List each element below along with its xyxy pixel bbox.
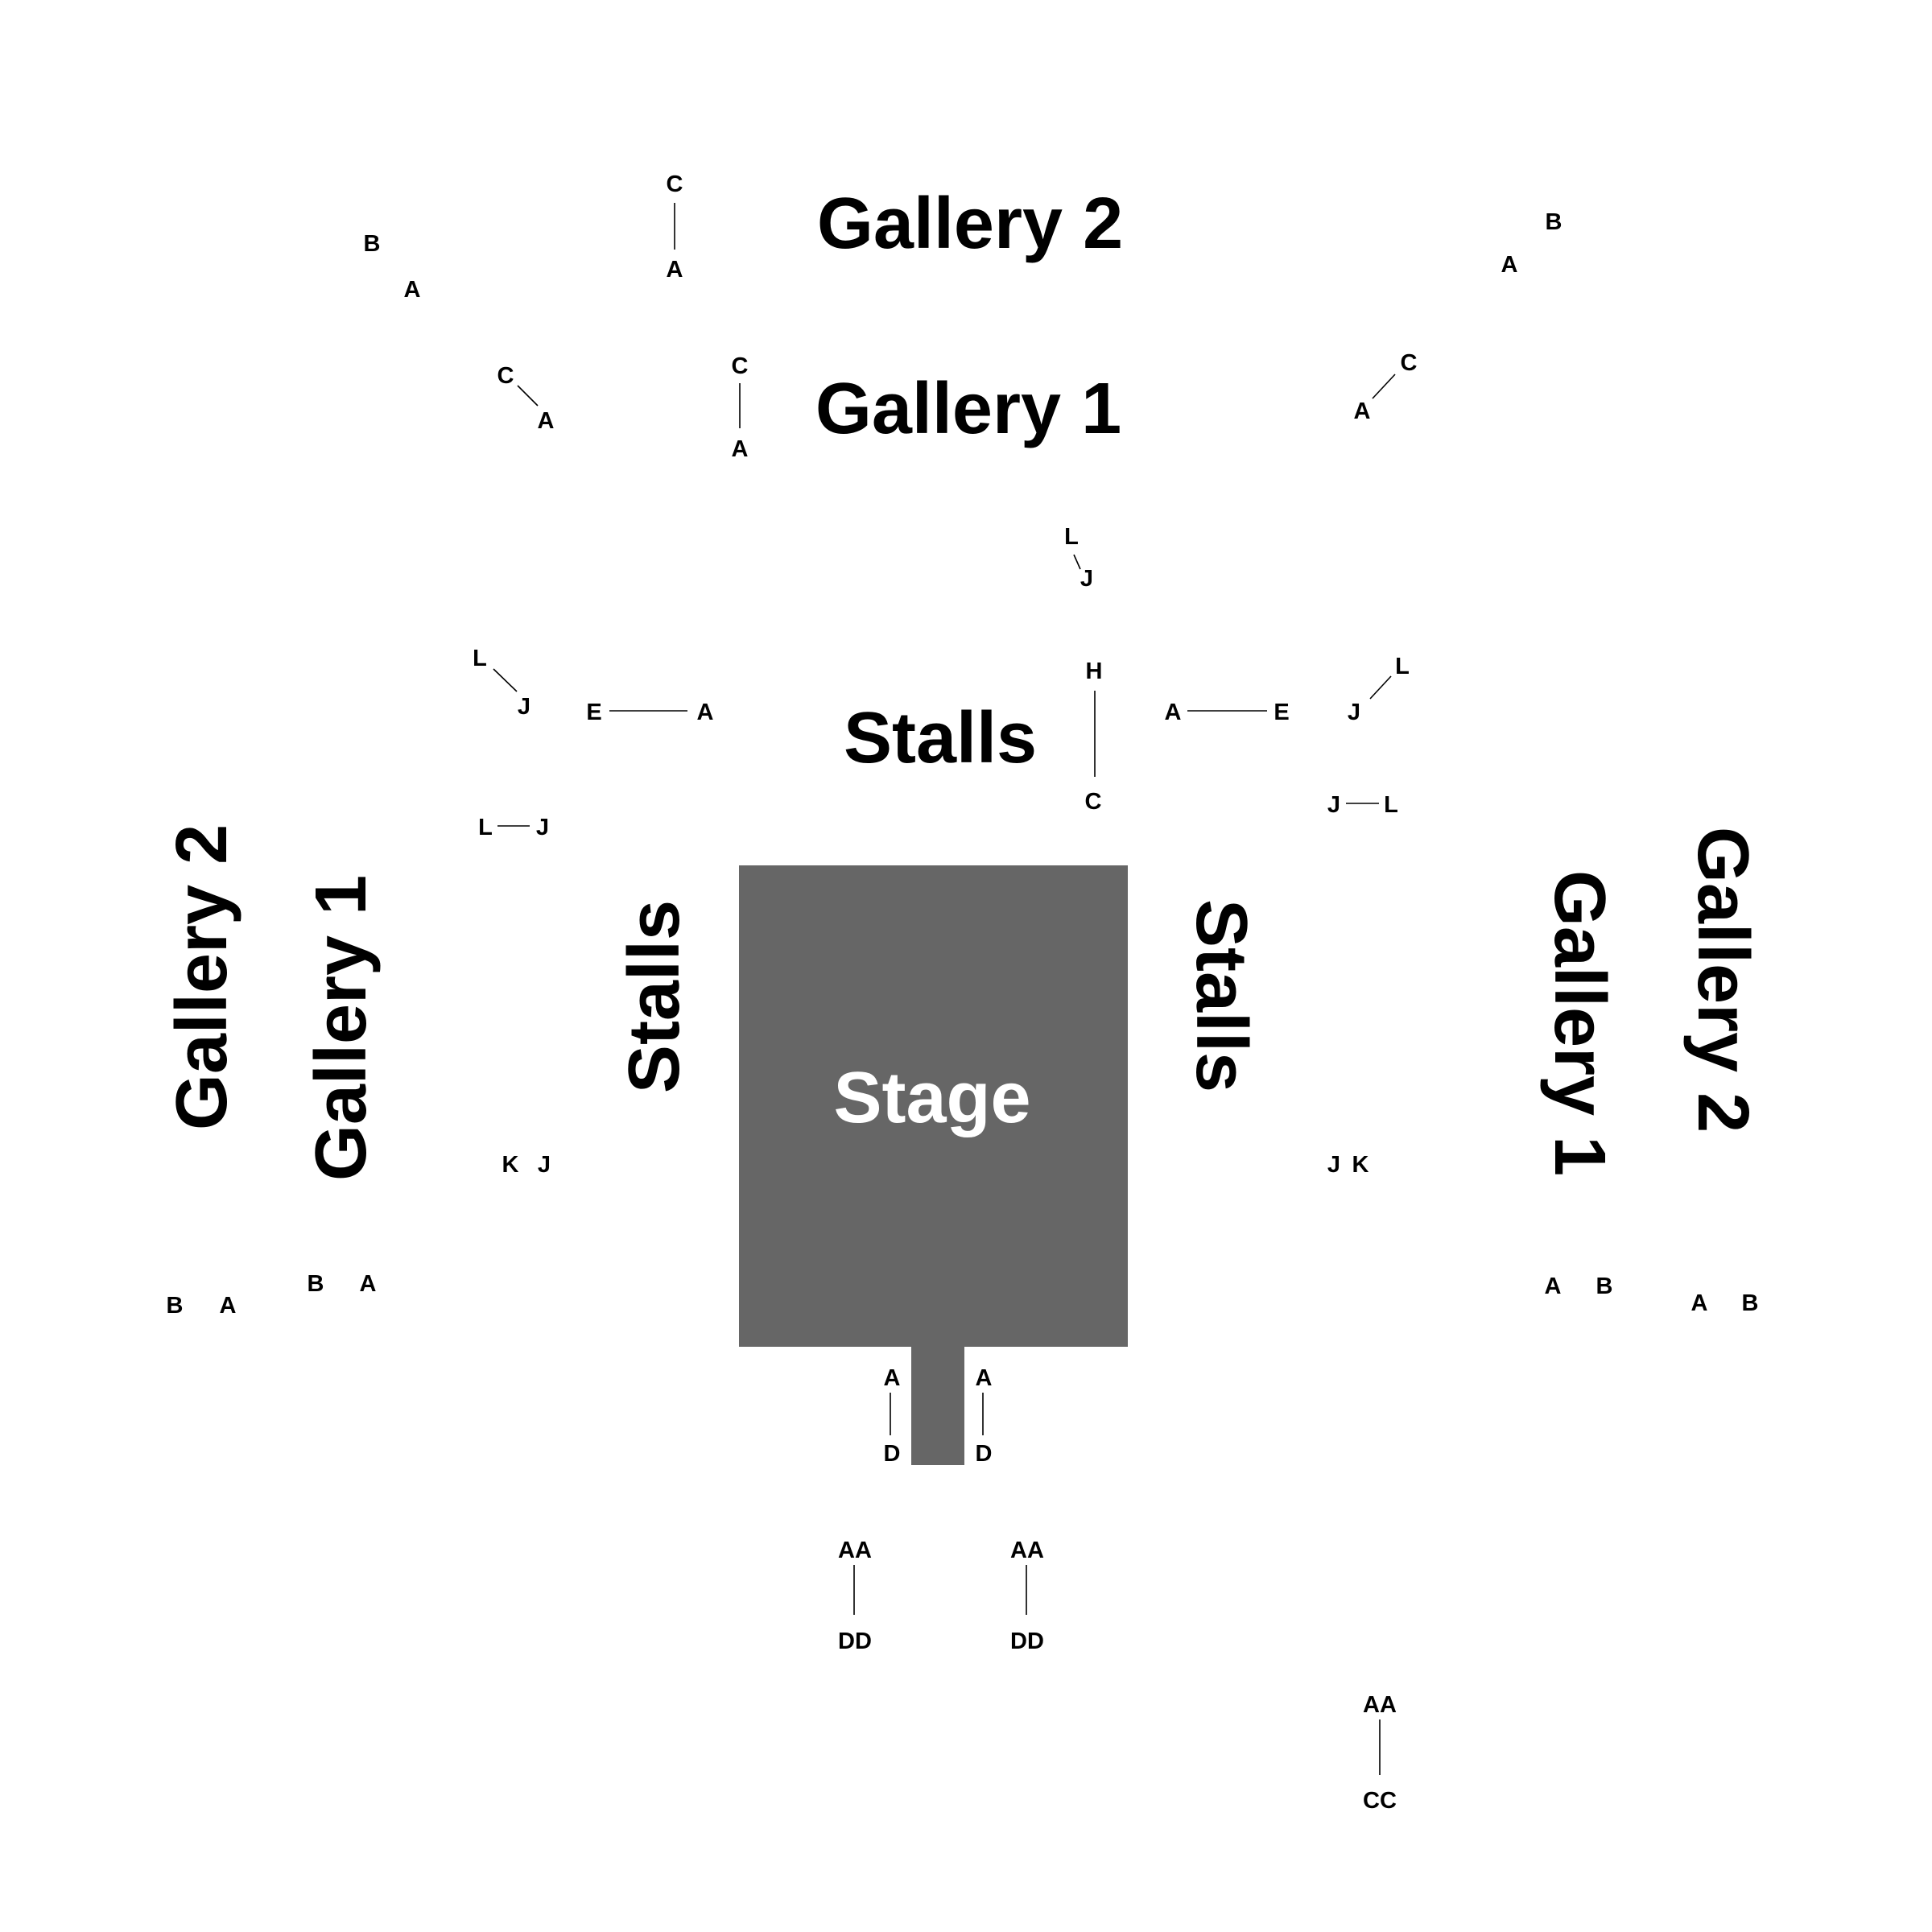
- row-label[interactable]: D: [884, 1441, 901, 1467]
- row-label[interactable]: C: [732, 353, 749, 379]
- row-label[interactable]: AA: [838, 1538, 872, 1563]
- row-label[interactable]: A: [697, 700, 714, 725]
- row-label[interactable]: J: [538, 1152, 551, 1178]
- row-label[interactable]: B: [1596, 1274, 1613, 1299]
- row-label[interactable]: J: [536, 815, 549, 840]
- row-label[interactable]: E: [586, 700, 601, 725]
- section-label-gallery-1-right[interactable]: Gallery 1: [1539, 870, 1620, 1176]
- row-label[interactable]: D: [976, 1441, 993, 1467]
- row-label[interactable]: B: [1546, 209, 1563, 235]
- section-label-gallery-2-top[interactable]: Gallery 2: [817, 184, 1123, 264]
- row-label[interactable]: K: [1352, 1152, 1369, 1178]
- row-label[interactable]: A: [1501, 252, 1518, 278]
- row-label[interactable]: L: [1064, 524, 1079, 550]
- section-label-stalls-right[interactable]: Stalls: [1181, 899, 1261, 1092]
- row-label[interactable]: A: [1545, 1274, 1562, 1299]
- row-label[interactable]: A: [1691, 1290, 1708, 1316]
- row-label[interactable]: J: [1327, 792, 1340, 818]
- row-label[interactable]: C: [667, 171, 683, 197]
- row-connector: [493, 668, 518, 692]
- section-label-stalls-left[interactable]: Stalls: [614, 900, 695, 1093]
- row-label[interactable]: DD: [1010, 1629, 1044, 1654]
- row-label[interactable]: E: [1274, 700, 1289, 725]
- stage-label: Stage: [833, 1058, 1030, 1138]
- row-label[interactable]: K: [502, 1152, 519, 1178]
- row-label[interactable]: J: [1348, 700, 1360, 725]
- row-connector: [1372, 374, 1396, 399]
- section-label-gallery-1-top[interactable]: Gallery 1: [815, 369, 1121, 449]
- row-label[interactable]: A: [1165, 700, 1182, 725]
- row-label[interactable]: A: [360, 1271, 377, 1297]
- row-label[interactable]: CC: [1363, 1788, 1397, 1814]
- row-label[interactable]: A: [1354, 398, 1371, 424]
- section-label-gallery-1-left[interactable]: Gallery 1: [301, 875, 382, 1181]
- row-label[interactable]: J: [1327, 1152, 1340, 1178]
- row-label[interactable]: B: [1742, 1290, 1759, 1316]
- section-label-gallery-2-left[interactable]: Gallery 2: [162, 824, 242, 1130]
- row-label[interactable]: J: [518, 694, 530, 720]
- row-label[interactable]: B: [308, 1271, 324, 1297]
- row-label[interactable]: A: [220, 1293, 237, 1319]
- row-label[interactable]: A: [538, 408, 555, 434]
- row-label[interactable]: A: [732, 436, 749, 462]
- row-label[interactable]: DD: [838, 1629, 872, 1654]
- row-label[interactable]: L: [478, 815, 493, 840]
- row-label[interactable]: AA: [1363, 1692, 1397, 1718]
- row-connector: [1369, 675, 1392, 700]
- row-label[interactable]: C: [1085, 789, 1102, 815]
- row-connector: [1073, 554, 1081, 570]
- row-label[interactable]: H: [1086, 658, 1103, 684]
- row-label[interactable]: L: [1384, 792, 1398, 818]
- row-label[interactable]: B: [364, 231, 381, 257]
- row-label[interactable]: A: [404, 277, 421, 303]
- row-label[interactable]: A: [884, 1365, 901, 1391]
- row-label[interactable]: L: [1395, 654, 1410, 679]
- stage-area[interactable]: [739, 865, 1128, 1465]
- row-label[interactable]: AA: [1010, 1538, 1044, 1563]
- row-label[interactable]: A: [667, 257, 683, 283]
- row-label[interactable]: C: [1401, 350, 1418, 376]
- row-connector: [517, 385, 539, 407]
- row-label[interactable]: A: [976, 1365, 993, 1391]
- row-label[interactable]: C: [497, 363, 514, 389]
- section-label-gallery-2-right[interactable]: Gallery 2: [1682, 827, 1763, 1133]
- row-label[interactable]: B: [167, 1293, 184, 1319]
- row-label[interactable]: L: [473, 646, 487, 671]
- row-label[interactable]: J: [1080, 566, 1093, 592]
- section-label-stalls-top[interactable]: Stalls: [844, 698, 1037, 778]
